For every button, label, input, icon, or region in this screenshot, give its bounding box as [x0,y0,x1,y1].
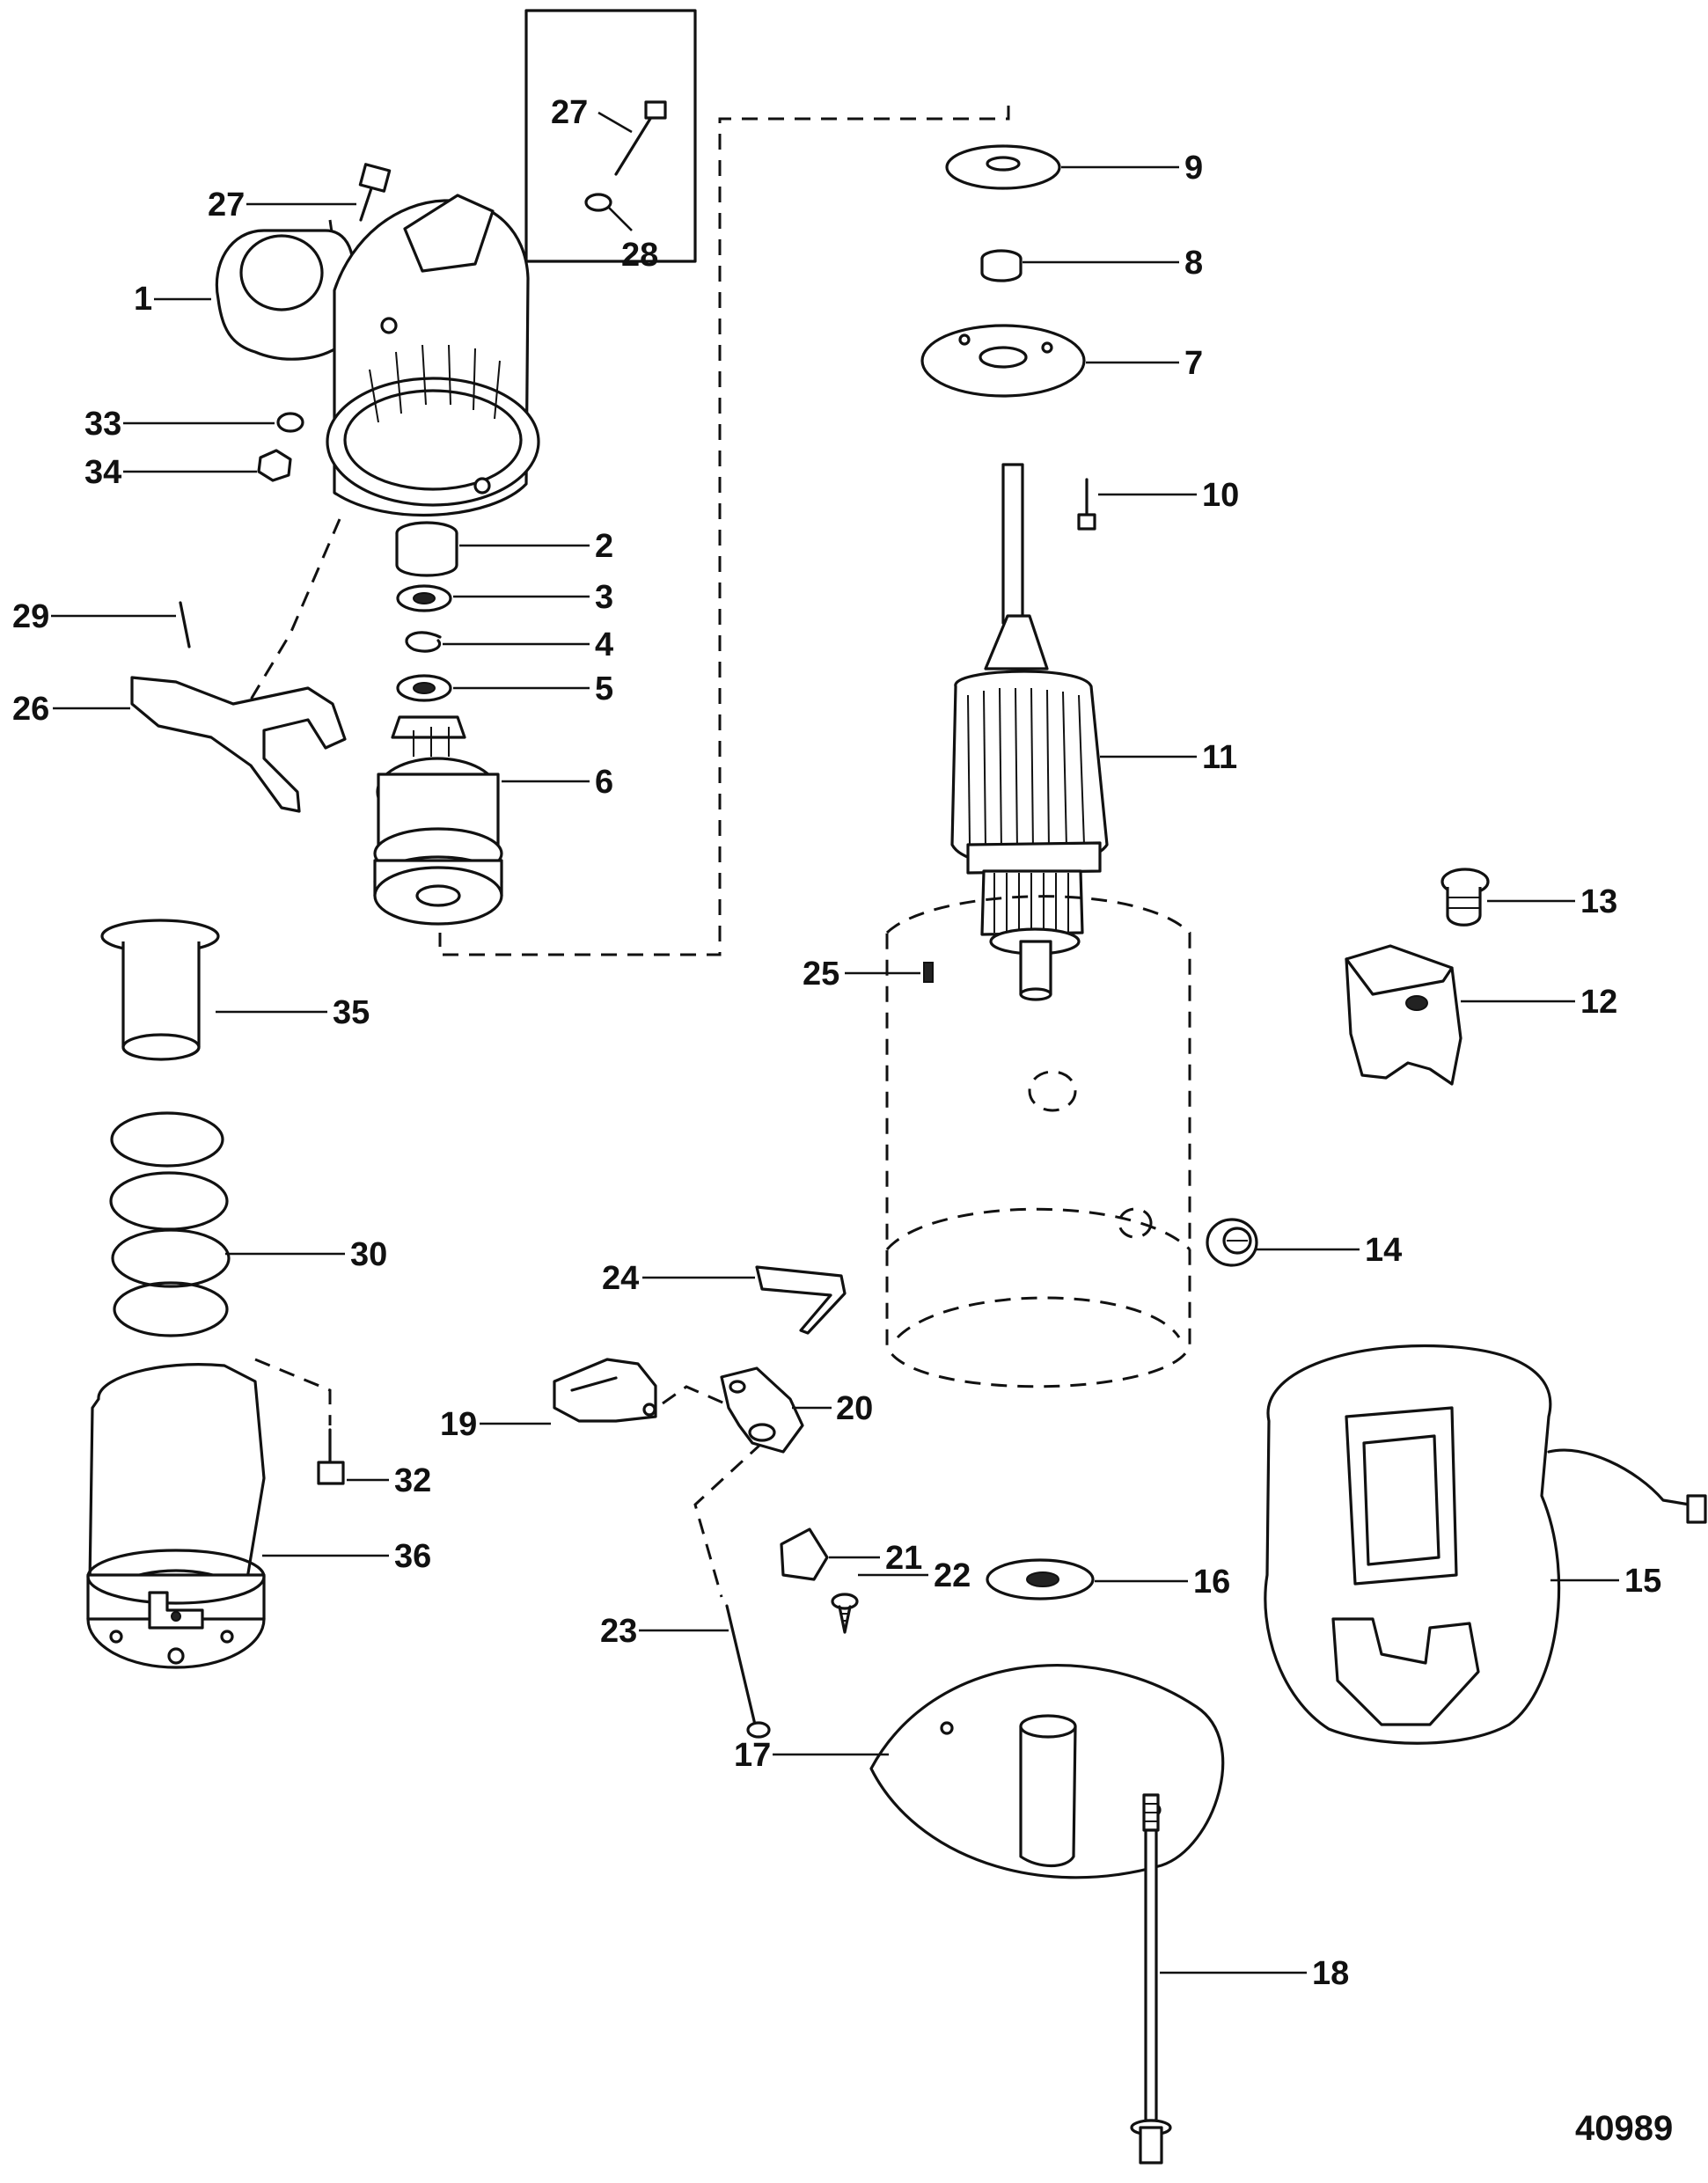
callout-34: 34 [84,454,121,491]
callout-20: 20 [836,1390,873,1427]
pin-23 [725,1604,771,1739]
callout-26: 26 [12,691,49,728]
armature-11 [950,463,1109,1001]
clip-21 [780,1527,829,1581]
shift-fork-26 [130,676,347,813]
callout-30: 30 [350,1236,387,1273]
screw-22 [831,1593,859,1634]
housing-screw-hole-lower [473,477,491,494]
shaft-alignment-dashed-line [438,106,1010,956]
snap-ring-4 [405,631,442,653]
callout-27b: 27 [551,94,588,131]
washer-5 [396,674,452,702]
housing-bolt-bore [239,234,324,311]
callout-3: 3 [595,579,613,616]
callout-10: 10 [1202,477,1239,514]
callout-27a: 27 [208,187,245,223]
callout-11: 11 [1202,739,1237,776]
lever-alignment-dashed-line [662,1385,736,1410]
callout-4: 4 [595,626,613,663]
brush-spring-24 [755,1265,847,1335]
field-terminal-15 [1264,1344,1707,1745]
callout-35: 35 [333,994,370,1031]
callout-8: 8 [1184,245,1203,282]
key-25 [923,962,934,983]
solenoid-bolt-dashed-line [254,1358,332,1425]
callout-labels: 27 1 33 34 29 26 2 3 4 5 6 27 28 9 8 7 1… [12,94,1661,1992]
callout-21: 21 [885,1540,922,1577]
callout-6: 6 [595,764,613,801]
screw-10 [1077,478,1096,531]
washer-16 [986,1558,1095,1601]
callout-24: 24 [602,1260,639,1297]
callout-13: 13 [1580,883,1617,920]
inset-frame [524,9,697,263]
callout-15: 15 [1624,1563,1661,1600]
end-plate-7 [920,324,1086,398]
callout-9: 9 [1184,150,1203,187]
callout-14: 14 [1365,1232,1402,1269]
callout-23: 23 [600,1613,637,1650]
through-bolt-18 [1130,1793,1172,2165]
callout-7: 7 [1184,345,1203,382]
callout-17: 17 [734,1737,771,1774]
callout-33: 33 [84,406,121,443]
inset-bolt-head [644,100,667,120]
commutator [980,869,1084,936]
callout-16: 16 [1193,1564,1230,1601]
drive-end-housing [215,194,540,517]
housing-mouth [326,377,540,507]
bolt-27 [358,163,392,222]
callout-5: 5 [595,670,613,707]
callout-25: 25 [803,956,839,993]
lock-washer-33 [276,412,304,433]
hex-nut-34 [257,449,292,482]
fork-alignment-dashed-line [231,518,341,731]
spring-30 [109,1111,231,1337]
housing-screw-hole [380,317,398,334]
callout-28: 28 [621,237,658,274]
inset-bolt-shank [614,113,655,176]
inset-clip [584,193,612,212]
sleeve-35 [100,919,220,1061]
assembly-dashed-lines [231,106,1010,1598]
thrust-washer-9 [945,144,1061,190]
solenoid-36 [86,1363,266,1669]
housing-ribs [369,344,501,423]
brush-cover-12 [1345,944,1462,1086]
plug-13 [1440,868,1490,927]
screw-32 [317,1428,345,1485]
starter-drive-6 [373,715,503,926]
callout-12: 12 [1580,984,1617,1021]
callout-29: 29 [12,598,49,635]
cap-14 [1206,1218,1258,1267]
callout-32: 32 [394,1462,431,1499]
housing-inner-rim [343,389,523,491]
pin-29 [179,601,191,648]
armature-slots [967,687,1085,853]
inset-box [524,9,697,263]
callout-36: 36 [394,1538,431,1575]
brush-lever-20 [720,1366,804,1454]
callout-2: 2 [595,528,613,565]
figure-number: 40989 [1575,2109,1673,2148]
pin-alignment-dashed-line [693,1441,764,1598]
callout-19: 19 [440,1406,477,1443]
bushing-8 [980,249,1023,282]
field-frame-dashed [885,895,1191,1388]
end-cap-17 [869,1664,1225,1879]
callout-22: 22 [934,1557,971,1594]
bushing-2 [395,521,458,577]
callout-18: 18 [1312,1955,1349,1992]
washer-3 [396,584,452,612]
callout-1: 1 [134,281,152,318]
brush-holder-19 [553,1358,657,1423]
housing-top-boss [403,194,495,273]
leader-lines [51,111,1619,1974]
